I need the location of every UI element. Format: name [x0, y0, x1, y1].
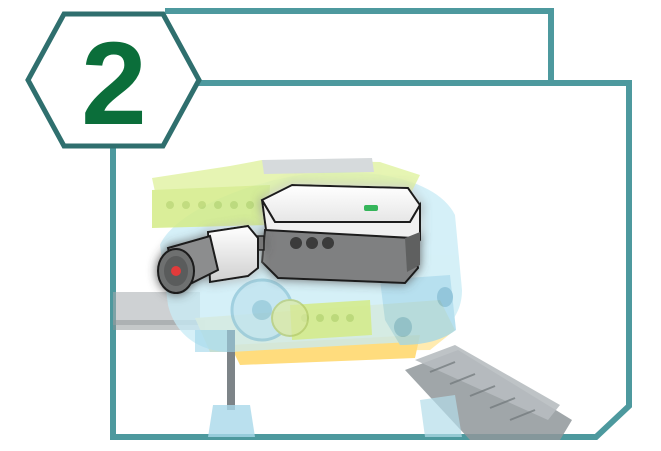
motor-axle-icon: [171, 266, 181, 276]
step-badge: 2: [28, 14, 199, 150]
smart-hub: [262, 185, 420, 283]
back-frame: [165, 11, 551, 80]
step-number: 2: [81, 18, 147, 150]
hub-status-light: [364, 205, 378, 211]
hub-ports: [290, 237, 334, 249]
